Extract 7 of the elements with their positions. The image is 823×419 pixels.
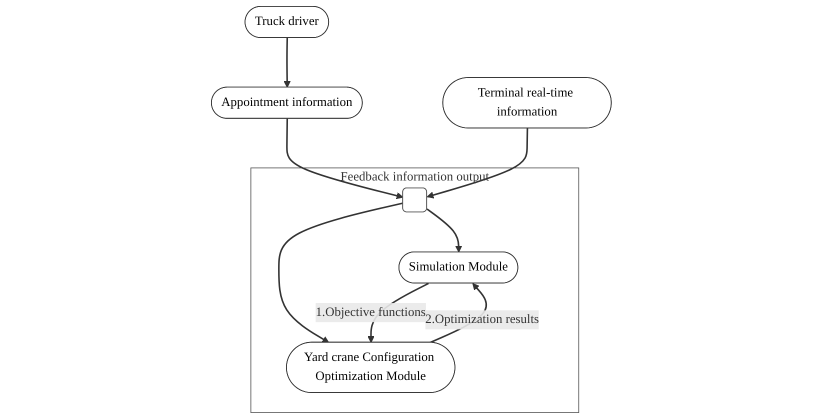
- arrow: [286, 118, 404, 200]
- arrow: [284, 38, 291, 88]
- edge-label: 2.Optimization results: [425, 312, 540, 326]
- arrow: [426, 208, 462, 253]
- arrow: [426, 128, 528, 198]
- edge-label: 1.Objective functions: [316, 305, 426, 320]
- arrow: [278, 202, 404, 343]
